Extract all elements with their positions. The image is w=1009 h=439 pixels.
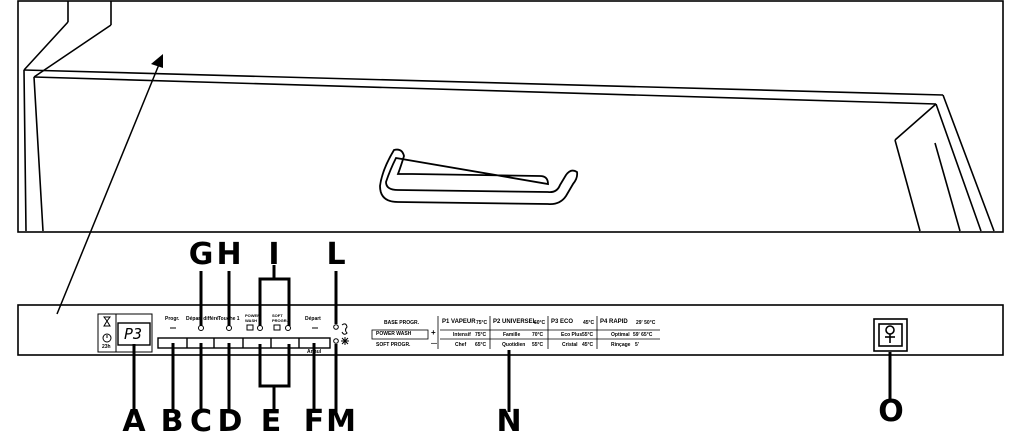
door-handle [379, 148, 579, 205]
power-wash-row-label: POWER WASH [376, 331, 412, 337]
program-p3-sub1-temp: 55°C [582, 332, 594, 338]
power-wash-row-symbol: + [431, 328, 436, 337]
power-button [873, 318, 908, 352]
power-wash-label: POWER WASH [245, 313, 261, 323]
program-p4-sub2-temp: 5' [635, 342, 639, 348]
callout-d: D [217, 404, 243, 439]
program-p1-sub2: Chef [455, 342, 467, 348]
program-p1-temp: 75°C [476, 320, 488, 326]
callout-i: I [268, 237, 280, 272]
program-p3-name: P3 ECO [551, 319, 574, 325]
salt-rinse-symbols [341, 323, 349, 345]
program-p4-sub2: Rinçage [611, 342, 631, 348]
leader-lines [132, 265, 892, 412]
program-p3-sub2: Cristal [562, 342, 578, 348]
program-p2-name: P2 UNIVERSEL [493, 319, 537, 325]
callout-g: G [188, 237, 214, 272]
callout-f: F [303, 404, 325, 439]
program-p2-temp: 60°C [534, 320, 546, 326]
timer-label: 23h [102, 344, 111, 350]
program-display: P3 [124, 325, 143, 343]
base-program-header: BASE PROGR. [384, 320, 420, 326]
prog-button-label: Progr. [165, 316, 180, 322]
program-p1-name: P1 VAPEUR [442, 319, 476, 325]
program-p4-sub1: Optimal [611, 332, 630, 338]
program-p2-sub1: Famille [503, 332, 521, 338]
callout-e: E [260, 404, 282, 439]
program-p3-temp: 45°C [583, 320, 595, 326]
program-p2-sub2-temp: 55°C [532, 342, 544, 348]
callout-h: H [216, 237, 242, 272]
start-button-label: Départ [305, 316, 321, 322]
tab-button-label: Touche 1 [218, 316, 240, 322]
program-p4-name: P4 RAPID [600, 319, 628, 325]
callout-b: B [160, 404, 184, 439]
delay-start-label: Départ différé [186, 316, 219, 322]
program-p1-sub1-temp: 75°C [475, 332, 487, 338]
callout-c: C [189, 404, 213, 439]
button-strip [157, 337, 331, 349]
cancel-label: Annul [307, 349, 322, 355]
soft-program-row-symbol: — [431, 341, 437, 347]
program-p3-sub2-temp: 45°C [582, 342, 594, 348]
program-table-lines [371, 316, 660, 349]
program-p4-temp: 29' 50°C [636, 320, 656, 326]
door-view [17, 0, 1004, 233]
program-p2-sub2: Quotidien [502, 342, 526, 348]
callout-l: L [326, 237, 346, 272]
arrow [56, 54, 163, 315]
program-p4-sub1-temp: 59' 65°C [633, 332, 653, 338]
led-indicators [170, 324, 339, 344]
soft-prog-label: SOFT PROGR. [272, 313, 288, 323]
program-p3-sub1: Eco Plus [561, 332, 583, 338]
callout-o: O [878, 394, 904, 429]
soft-program-row-label: SOFT PROGR. [376, 342, 411, 348]
program-p1-sub1: Intensif [453, 332, 471, 338]
program-p2-sub1-temp: 70°C [532, 332, 544, 338]
program-p1-sub2-temp: 65°C [475, 342, 487, 348]
callout-a: A [122, 404, 146, 439]
callout-m: M [326, 404, 356, 439]
callout-n: N [496, 404, 522, 439]
